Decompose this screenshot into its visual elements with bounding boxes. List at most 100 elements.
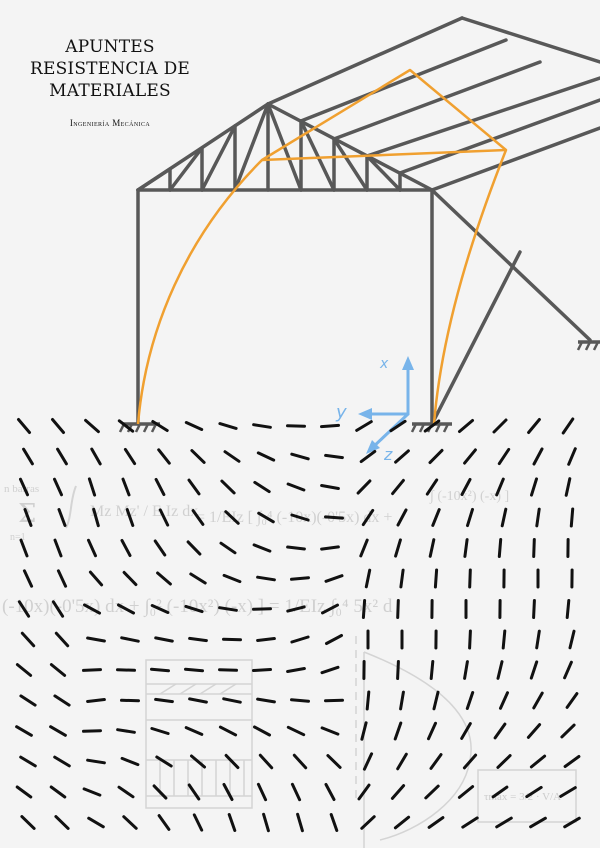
- integral-sign-1: [65, 485, 77, 529]
- field-stroke: [491, 785, 509, 799]
- title-line-2: RESISTENCIA DE: [29, 59, 191, 79]
- field-stroke: [157, 448, 171, 465]
- field-stroke: [154, 477, 166, 497]
- field-stroke: [227, 813, 237, 832]
- field-stroke: [569, 507, 575, 528]
- formula-line1-integrand: Mz Mz' / E Iz dx: [90, 503, 198, 520]
- title-line-1: APUNTES: [65, 37, 155, 57]
- field-stroke: [563, 660, 573, 680]
- field-stroke: [53, 477, 63, 497]
- field-stroke: [192, 813, 204, 832]
- field-stroke: [256, 782, 268, 802]
- field-stroke: [184, 726, 204, 736]
- field-stroke: [150, 727, 170, 735]
- field-stroke: [222, 573, 242, 584]
- field-stroke: [532, 538, 536, 558]
- field-stroke: [326, 754, 342, 769]
- field-stroke: [396, 599, 400, 619]
- field-stroke: [189, 572, 207, 585]
- field-stroke: [121, 477, 131, 497]
- field-stroke: [529, 660, 539, 680]
- background-sketch: n barras Σ n=1 Mz Mz' / E Iz dx = 1/EIz …: [2, 483, 577, 848]
- field-stroke: [88, 570, 104, 587]
- field-stroke: [86, 758, 106, 765]
- field-stroke: [428, 448, 444, 465]
- field-stroke: [117, 419, 135, 433]
- field-stroke: [423, 419, 441, 433]
- field-stroke: [262, 812, 270, 833]
- field-stroke: [399, 568, 405, 589]
- field-stroke: [463, 538, 469, 558]
- field-stroke: [535, 507, 541, 528]
- field-stroke: [125, 508, 135, 527]
- field-stroke: [218, 668, 238, 672]
- field-stroke: [399, 690, 405, 711]
- field-stroke: [122, 570, 138, 587]
- field-stroke: [120, 636, 140, 643]
- axis-y-label: y: [335, 402, 347, 423]
- field-stroke: [286, 545, 306, 551]
- field-stroke: [364, 568, 372, 589]
- field-stroke: [290, 698, 310, 703]
- field-stroke: [87, 538, 97, 558]
- field-stroke: [529, 816, 547, 829]
- subtitle: Ingeniería Mecánica: [69, 118, 151, 128]
- field-stroke: [218, 422, 238, 430]
- field-stroke: [325, 634, 343, 645]
- field-stroke: [222, 697, 242, 704]
- field-stroke: [120, 756, 140, 767]
- field-stroke: [324, 783, 336, 801]
- field-stroke: [53, 538, 63, 558]
- field-stroke: [360, 815, 376, 830]
- field-stroke: [252, 668, 272, 672]
- field-stroke: [393, 721, 403, 741]
- field-stroke: [20, 631, 36, 648]
- field-stroke: [54, 815, 70, 830]
- field-stroke: [257, 511, 275, 524]
- field-stroke: [56, 569, 68, 588]
- field-stroke: [320, 484, 340, 490]
- formula-line1-index: n=1: [10, 532, 26, 543]
- field-stroke: [525, 785, 543, 799]
- field-stroke: [560, 723, 576, 739]
- field-stroke: [329, 813, 339, 832]
- formula-line1-lhs: n barras: [4, 483, 39, 495]
- field-stroke: [286, 725, 306, 737]
- field-stroke: [117, 785, 135, 799]
- field-stroke: [56, 447, 68, 466]
- field-stroke: [495, 477, 505, 497]
- field-stroke: [218, 725, 238, 737]
- field-stroke: [355, 420, 373, 432]
- field-stroke: [500, 507, 508, 528]
- field-stroke: [49, 663, 67, 677]
- field-stroke: [252, 607, 272, 611]
- field-stroke: [563, 816, 581, 829]
- field-stroke: [290, 576, 310, 581]
- field-stroke: [290, 452, 310, 461]
- field-stroke: [463, 660, 469, 680]
- field-stroke: [151, 420, 169, 432]
- field-stroke: [83, 603, 101, 615]
- field-stroke: [120, 539, 132, 557]
- field-stroke: [497, 538, 503, 558]
- field-stroke: [427, 721, 437, 741]
- field-stroke: [396, 752, 408, 771]
- field-stroke: [190, 449, 206, 464]
- field-stroke: [15, 725, 33, 737]
- field-stroke: [432, 690, 440, 711]
- field-stroke: [296, 812, 304, 833]
- box-formula: τmax = 3/2 · V/A: [484, 791, 561, 803]
- field-stroke: [122, 815, 138, 830]
- field-stroke: [53, 694, 71, 707]
- field-stroke: [568, 629, 576, 650]
- field-stroke: [526, 723, 542, 739]
- field-stroke: [15, 663, 33, 677]
- field-stroke: [253, 725, 271, 737]
- field-stroke: [535, 629, 541, 650]
- field-stroke: [123, 447, 137, 466]
- field-stroke: [324, 515, 344, 520]
- field-stroke: [324, 574, 344, 583]
- field-stroke: [19, 538, 29, 558]
- field-stroke: [565, 599, 571, 619]
